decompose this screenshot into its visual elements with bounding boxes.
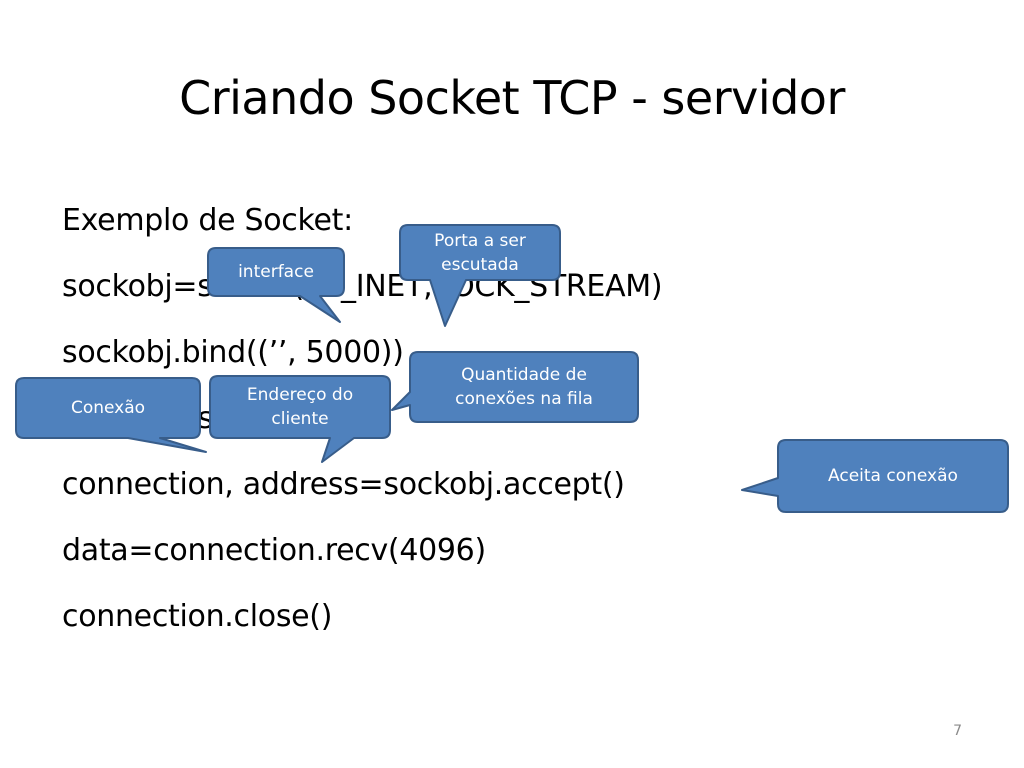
callout-endereco: Endereço do cliente: [210, 376, 390, 438]
callout-endereco-shape: [209, 375, 391, 463]
callout-porta-label-1: Porta a ser: [434, 230, 526, 251]
code-line-bind: sockobj.bind((’’, 5000)): [62, 335, 404, 370]
body-line-heading: Exemplo de Socket:: [62, 203, 353, 238]
callout-conexao: Conexão: [16, 378, 200, 438]
callout-porta: Porta a ser escutada: [400, 225, 560, 280]
callout-interface-label: interface: [238, 262, 314, 282]
code-line-recv: data=connection.recv(4096): [62, 533, 486, 568]
callout-conexao-label: Conexão: [70, 398, 146, 418]
callout-aceita-shape: [741, 439, 1009, 513]
callout-endereco-label-1: Endereço do: [246, 385, 354, 405]
callout-quantidade-shape: [391, 351, 639, 423]
callout-conexao-shape: [15, 377, 207, 453]
code-line-socket: sockobj=socket(AF_INET,SOCK_STREAM): [62, 269, 663, 304]
callout-porta-shape: [399, 224, 561, 327]
callout-aceita-label: Aceita conexão: [828, 466, 958, 486]
callout-interface-shape: [207, 247, 345, 323]
callout-quantidade: Quantidade de conexões na fila: [410, 352, 638, 422]
code-line-accept: connection, address=sockobj.accept(): [62, 467, 625, 502]
callout-interface: interface: [208, 248, 344, 296]
callout-porta-label-2: escutada: [441, 254, 519, 275]
callout-aceita: Aceita conexão: [778, 440, 1008, 512]
code-line-close: connection.close(): [62, 599, 333, 634]
slide-title: Criando Socket TCP - servidor: [179, 71, 845, 125]
page-number: 7: [953, 723, 962, 739]
callout-quantidade-label-1: Quantidade de: [461, 365, 587, 385]
callout-quantidade-label-2: conexões na fila: [455, 389, 593, 409]
callout-endereco-label-2: cliente: [271, 409, 329, 429]
